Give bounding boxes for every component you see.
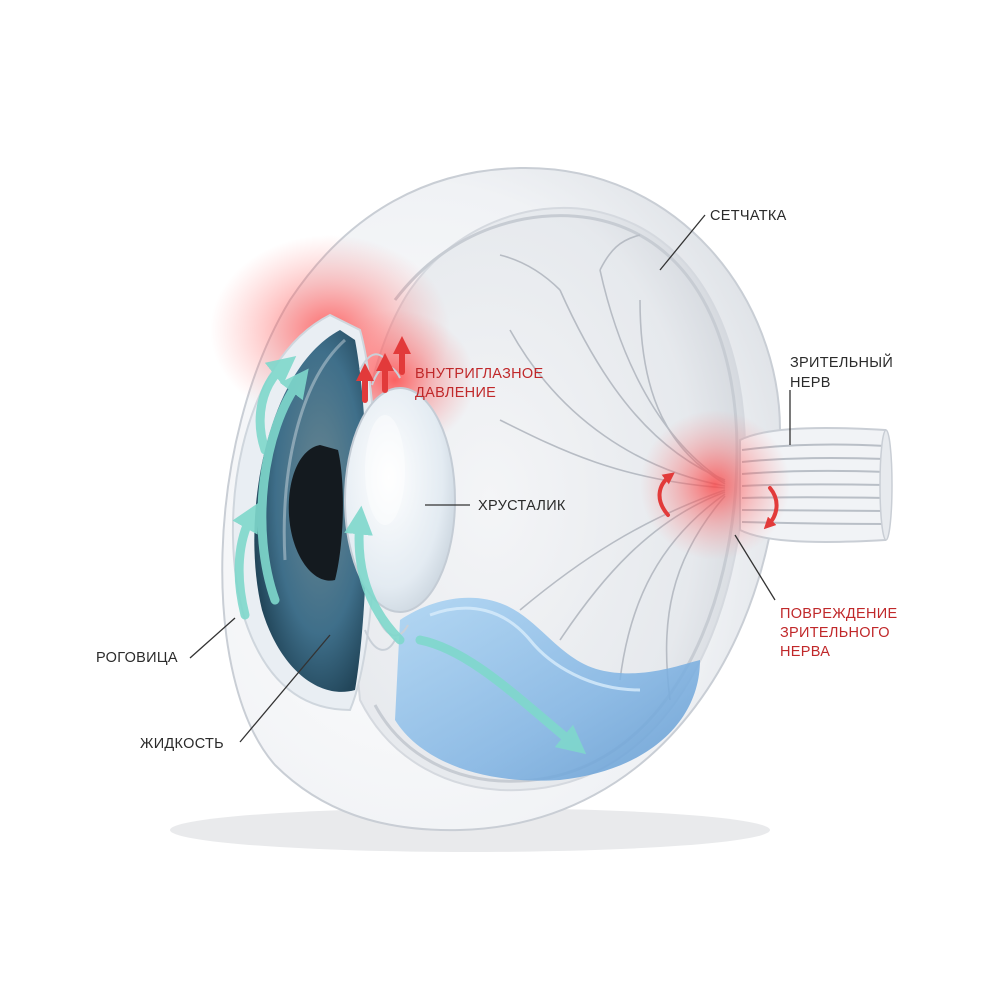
label-fluid: ЖИДКОСТЬ [140, 736, 224, 752]
vitreous-fluid [395, 597, 700, 781]
label-retina: СЕТЧАТКА [710, 208, 787, 224]
pressure-arrows [356, 336, 411, 403]
pupil [288, 445, 343, 581]
label-pressure-line2: ДАВЛЕНИЕ [415, 385, 496, 401]
fluid-flow-arrows [232, 355, 587, 755]
nerve-damage-glow [640, 410, 790, 560]
label-damage-line2: ЗРИТЕЛЬНОГО [780, 625, 890, 641]
label-pressure-line1: ВНУТРИГЛАЗНОЕ [415, 366, 543, 382]
label-optic-nerve-line1: ЗРИТЕЛЬНЫЙ [790, 353, 893, 371]
label-optic-nerve-line2: НЕРВ [790, 375, 831, 391]
leader-lines [189, 214, 791, 743]
label-cornea: РОГОВИЦА [96, 650, 178, 666]
label-lens: ХРУСТАЛИК [478, 498, 566, 514]
label-intraocular-pressure: ВНУТРИГЛАЗНОЕ ДАВЛЕНИЕ [415, 366, 548, 401]
label-nerve-damage: ПОВРЕЖДЕНИЕ ЗРИТЕЛЬНОГО НЕРВА [780, 606, 902, 660]
label-optic-nerve: ЗРИТЕЛЬНЫЙ НЕРВ [790, 353, 897, 391]
nerve-damage-arrows [657, 472, 779, 530]
lens [344, 387, 456, 613]
label-damage-line1: ПОВРЕЖДЕНИЕ [780, 606, 897, 622]
label-damage-line3: НЕРВА [780, 644, 830, 660]
